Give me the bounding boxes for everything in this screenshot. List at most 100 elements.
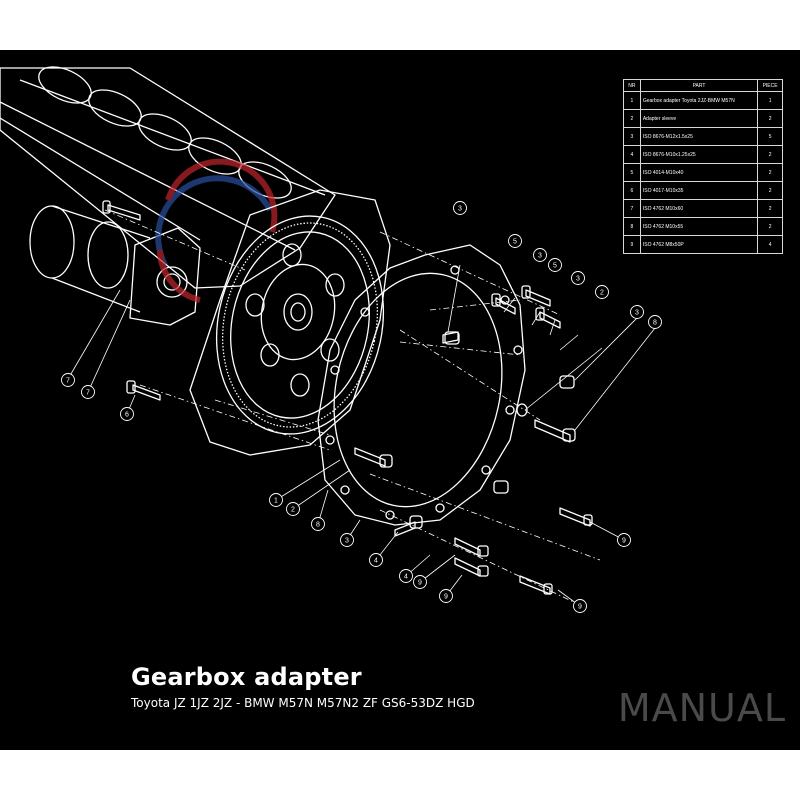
- callout-bubble: 9: [413, 575, 427, 589]
- callout-number: 1: [274, 497, 278, 504]
- bolt: [521, 285, 551, 307]
- row-part: ISO 4762 M8x50P: [639, 235, 759, 254]
- row-piece: 2: [757, 109, 783, 128]
- header-part: PART: [639, 79, 759, 92]
- callout-bubble: 3: [571, 271, 585, 285]
- callout-number: 3: [538, 252, 542, 259]
- callout-bubble: 8: [311, 517, 325, 531]
- row-piece: 5: [757, 127, 783, 146]
- callout-number: 3: [345, 537, 349, 544]
- callout-number: 8: [653, 319, 657, 326]
- row-nr: 4: [623, 145, 641, 164]
- callout-bubble: 6: [120, 407, 134, 421]
- row-piece: 2: [757, 199, 783, 218]
- callout-number: 3: [458, 205, 462, 212]
- header-piece: PIECE: [757, 79, 783, 92]
- product-subtitle: Toyota JZ 1JZ 2JZ - BMW M57N M57N2 ZF GS…: [131, 696, 475, 710]
- callout-bubble: 2: [595, 285, 609, 299]
- starter-motor: [29, 205, 201, 326]
- callout-bubble: 5: [508, 234, 522, 248]
- bolt: [519, 575, 553, 595]
- callout-number: 2: [291, 506, 295, 513]
- row-part: ISO 8676-M12x1.5x25: [639, 127, 759, 146]
- row-piece: 2: [757, 217, 783, 236]
- bolt: [535, 307, 561, 329]
- callout-bubble: 4: [399, 569, 413, 583]
- callout-bubble: 7: [61, 373, 75, 387]
- row-piece: 2: [757, 163, 783, 182]
- callout-number: 9: [418, 579, 422, 586]
- row-nr: 3: [623, 127, 641, 146]
- flywheel: [215, 215, 385, 435]
- callout-number: 3: [576, 275, 580, 282]
- row-piece: 4: [757, 235, 783, 254]
- callout-number: 6: [125, 411, 129, 418]
- header-nr: NR: [623, 79, 641, 92]
- bolt: [442, 331, 460, 345]
- bolt: [126, 380, 161, 401]
- callout-number: 9: [622, 537, 626, 544]
- adapter-plate: [317, 244, 526, 526]
- bolt: [454, 557, 489, 577]
- engine-block: [0, 66, 336, 289]
- engine-bellhousing: [189, 189, 391, 456]
- row-piece: 2: [757, 181, 783, 200]
- row-nr: 6: [623, 181, 641, 200]
- row-part: ISO 4014-M10x40: [639, 163, 759, 182]
- callout-number: 8: [316, 521, 320, 528]
- callout-bubble: 7: [81, 385, 95, 399]
- callout-number: 5: [513, 238, 517, 245]
- callout-bubble: 8: [648, 315, 662, 329]
- callout-number: 7: [66, 377, 70, 384]
- bolt: [102, 200, 141, 221]
- bolt: [354, 447, 393, 468]
- callout-bubble: 5: [548, 258, 562, 272]
- bolt: [559, 375, 575, 389]
- callout-number: 5: [553, 262, 557, 269]
- row-nr: 1: [623, 91, 641, 110]
- row-nr: 5: [623, 163, 641, 182]
- callout-bubble: 9: [617, 533, 631, 547]
- bolt: [493, 480, 509, 494]
- parts-table-header: NR PART PIECE: [623, 79, 783, 92]
- callout-number: 9: [444, 593, 448, 600]
- callout-bubble: 2: [286, 502, 300, 516]
- row-part: ISO 8676-M10x1.25x25: [639, 145, 759, 164]
- bolt: [394, 515, 423, 537]
- bolts: [102, 200, 593, 595]
- manual-label: MANUAL: [617, 686, 786, 730]
- callout-number: 4: [374, 557, 378, 564]
- row-nr: 2: [623, 109, 641, 128]
- bolt: [559, 507, 593, 527]
- callout-bubble: 9: [439, 589, 453, 603]
- callout-number: 3: [635, 309, 639, 316]
- row-nr: 7: [623, 199, 641, 218]
- product-title: Gearbox adapter: [131, 663, 362, 691]
- bolt: [454, 537, 489, 557]
- callout-bubble: 3: [453, 201, 467, 215]
- row-piece: 2: [757, 145, 783, 164]
- bolt: [534, 419, 576, 443]
- bolt: [516, 403, 528, 417]
- callout-number: 2: [600, 289, 604, 296]
- callout-bubble: 3: [630, 305, 644, 319]
- callout-number: 4: [404, 573, 408, 580]
- callout-number: 7: [86, 389, 90, 396]
- cylinder-bores: [38, 66, 292, 199]
- callout-bubble: 3: [533, 248, 547, 262]
- row-part: ISO 4762 M10x60: [639, 199, 759, 218]
